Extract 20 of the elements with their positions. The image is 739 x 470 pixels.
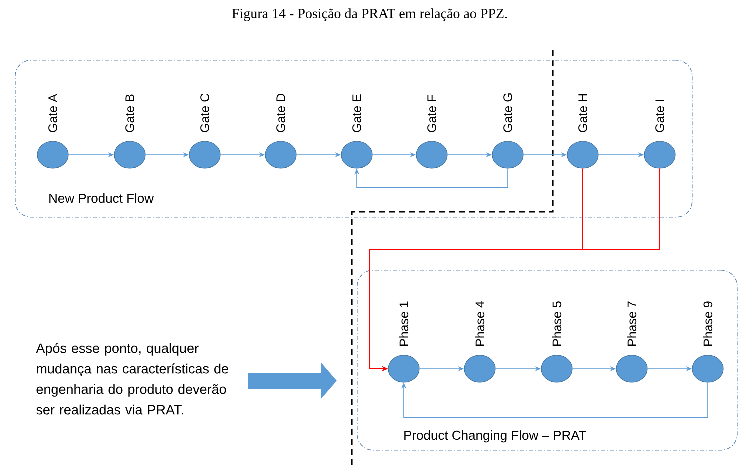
stage-label: Phase 5 xyxy=(552,302,562,346)
group-label: New Product Flow xyxy=(50,194,154,204)
stage-label: Gate B xyxy=(126,94,134,132)
stage-label: Gate G xyxy=(504,94,512,132)
stage-label: Gate C xyxy=(200,94,210,132)
stage-label: Gate I xyxy=(656,100,664,132)
stage-label: Gate A xyxy=(48,94,58,132)
stage-label: Gate H xyxy=(578,94,588,132)
stage-label: Phase 4 xyxy=(475,302,485,346)
stage-label: Gate D xyxy=(276,94,286,132)
arrow xyxy=(354,168,508,188)
stage-label: Gate F xyxy=(428,95,436,132)
note-text: Após esse ponto, qualquer mudança nas características de engenharia do produto deverão ser realizadas via PRAT. xyxy=(36,343,228,415)
figure-title: Figura 14 - Posição da PRAT em relação ao PPZ. xyxy=(232,8,508,22)
arrow xyxy=(401,382,708,418)
stage-label: Phase 7 xyxy=(627,302,637,346)
stage-label: Phase 1 xyxy=(399,302,409,346)
stage-label: Phase 9 xyxy=(703,302,713,346)
group-label: Product Changing Flow – PRAT xyxy=(404,430,586,443)
stage-label: Gate E xyxy=(352,94,362,132)
